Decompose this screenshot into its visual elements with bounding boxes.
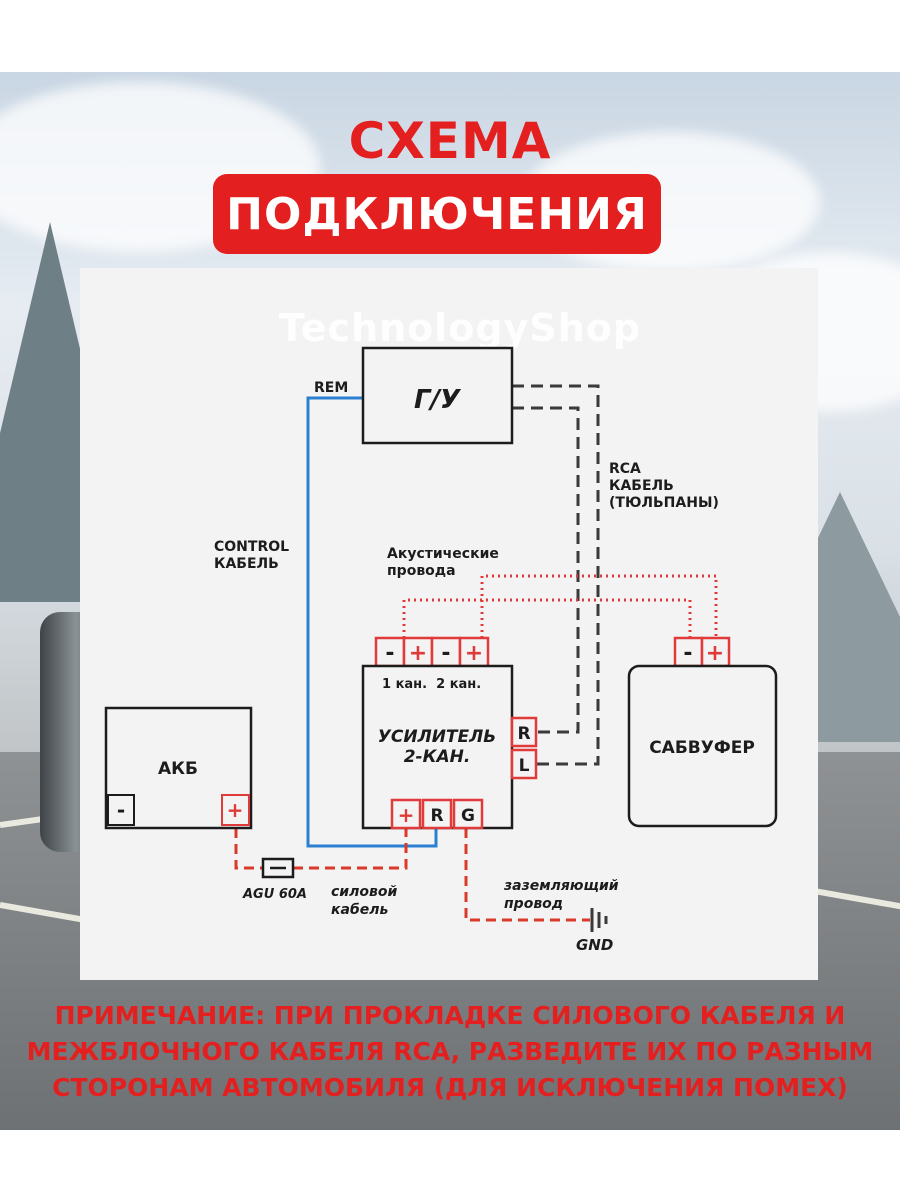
rca-cable-label-1: RCA xyxy=(609,461,641,477)
power-wire-2 xyxy=(293,828,408,870)
speaker-wires-label-1: Акустические xyxy=(387,546,499,562)
title-badge: ПОДКЛЮЧЕНИЯ xyxy=(213,174,661,254)
note-line-1: ПРИМЕЧАНИЕ: ПРИ ПРОКЛАДКЕ СИЛОВОГО КАБЕЛ… xyxy=(54,1001,846,1030)
amp-power-rem: R xyxy=(430,806,443,826)
amp-power-ground-box xyxy=(452,798,484,830)
subwoofer-box xyxy=(627,664,778,828)
ground-wire-label-1: заземляющий xyxy=(503,878,619,894)
ground-symbol xyxy=(590,908,608,932)
note-text: ПРИМЕЧАНИЕ: ПРИ ПРОКЛАДКЕ СИЛОВОГО КАБЕЛ… xyxy=(0,998,900,1106)
amp-input-r xyxy=(510,716,538,748)
speaker-wire-inner xyxy=(480,574,718,638)
rca-cable-label-2: КАБЕЛЬ xyxy=(609,478,674,494)
bottom-band xyxy=(0,1130,900,1200)
speaker-wire-outer xyxy=(402,598,692,638)
watermark: TechnologyShop xyxy=(278,306,642,350)
control-wire xyxy=(306,396,438,848)
power-wire xyxy=(234,828,263,870)
amp-power-ground: G xyxy=(461,806,475,826)
ground-wire-label-2: провод xyxy=(504,896,563,912)
amp-speaker-terminals: - + - + xyxy=(374,636,490,668)
head-unit-box xyxy=(361,346,514,445)
note-line-2: МЕЖБЛОЧНОГО КАБЕЛЯ RCA, РАЗВЕДИТЕ ИХ ПО … xyxy=(26,1037,874,1066)
amplifier-label-1: УСИЛИТЕЛЬ xyxy=(378,727,496,747)
subwoofer-label: САБВУФЕР xyxy=(649,738,755,758)
power-cable-label-2: кабель xyxy=(331,902,388,918)
control-cable-label-2: КАБЕЛЬ xyxy=(214,556,279,572)
battery-minus-box xyxy=(107,794,135,826)
battery-minus: - xyxy=(117,798,125,822)
amp-power-plus-box xyxy=(390,798,422,830)
channel-labels: 1 кан. 2 кан. xyxy=(382,677,481,692)
battery-plus: + xyxy=(227,798,244,822)
amp-input-l xyxy=(510,748,538,780)
fuse-label: AGU 60A xyxy=(242,887,307,902)
rca-cable-label-3: (ТЮЛЬПАНЫ) xyxy=(609,495,719,511)
amp-input-r-label: R xyxy=(517,724,530,744)
head-unit-label: Г/У xyxy=(414,385,462,415)
rca-wire-right xyxy=(512,406,580,734)
amplifier-label-2: 2-КАН. xyxy=(404,747,471,767)
amp-terminal-4: + xyxy=(465,641,483,666)
title-line-1: СХЕМА xyxy=(348,112,552,170)
sub-plus: + xyxy=(706,641,724,666)
rca-wire-left xyxy=(512,384,600,766)
amp-power-plus: + xyxy=(398,803,415,827)
title-line-2: ПОДКЛЮЧЕНИЯ xyxy=(226,188,648,240)
amp-terminal-3: - xyxy=(441,641,450,666)
rem-label: REM xyxy=(314,380,348,396)
power-cable-label-1: силовой xyxy=(331,884,397,900)
amp-terminal-2: + xyxy=(409,641,427,666)
note-line-3: СТОРОНАМ АВТОМОБИЛЯ (ДЛЯ ИСКЛЮЧЕНИЯ ПОМЕ… xyxy=(52,1073,848,1102)
diagram-panel: TechnologyShop Г/У REM CONTROL КАБЕЛЬ xyxy=(80,268,818,980)
battery-plus-box xyxy=(221,794,250,826)
amp-power-rem-box xyxy=(421,798,453,830)
battery-label: АКБ xyxy=(158,759,198,779)
wiring-diagram: Г/У REM CONTROL КАБЕЛЬ RCA КАБЕЛЬ (ТЮЛЬП… xyxy=(104,346,778,954)
speaker-wires-label-2: провода xyxy=(387,563,456,579)
sub-minus: - xyxy=(683,641,692,666)
control-cable-label-1: CONTROL xyxy=(214,539,289,555)
amp-input-l-label: L xyxy=(519,756,530,776)
gnd-label: GND xyxy=(576,936,613,954)
amp-terminal-1: - xyxy=(385,641,394,666)
